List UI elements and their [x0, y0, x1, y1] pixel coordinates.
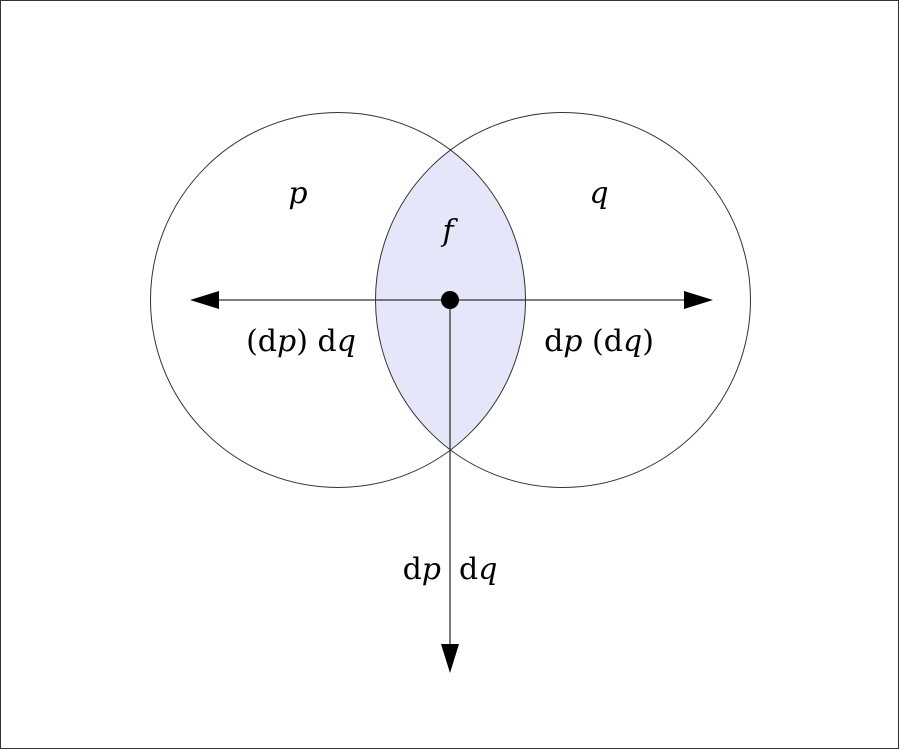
left-arrowhead: [190, 291, 219, 309]
left-arrow-label: (dp) dq: [246, 324, 356, 359]
down-arrowhead: [441, 644, 459, 673]
right-arrowhead: [684, 291, 713, 309]
intersection-region: [375, 112, 526, 488]
label-q: q: [589, 176, 608, 211]
label-p: p: [288, 176, 307, 211]
down-arrow-label-left: dp: [403, 552, 441, 587]
right-arrow-label: dp (dq): [544, 324, 654, 359]
center-dot: [441, 291, 459, 309]
down-arrow-label-right: dq: [459, 552, 497, 587]
